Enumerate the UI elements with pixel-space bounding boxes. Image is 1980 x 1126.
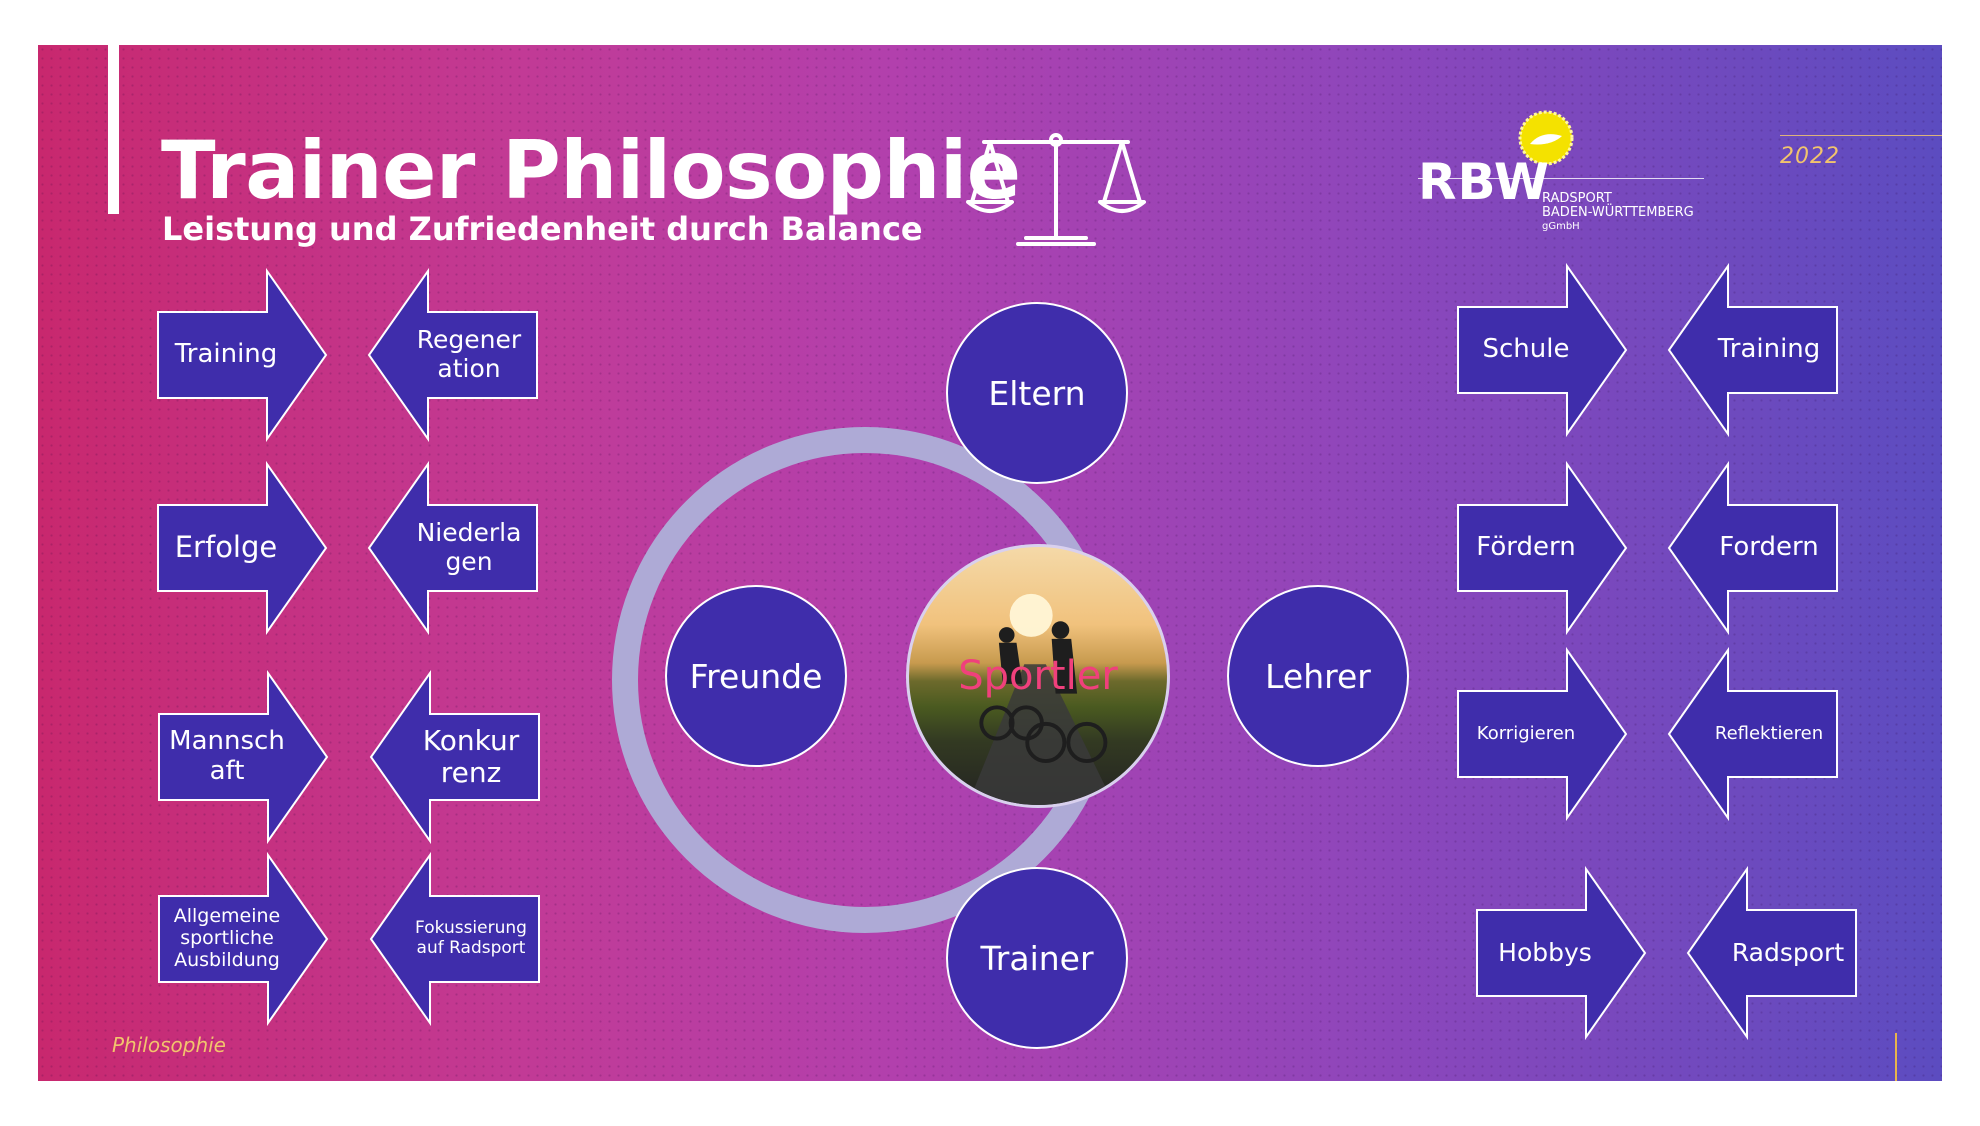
arrow-radsport: Radsport	[1686, 865, 1857, 1041]
arrow-label: Training	[1717, 334, 1821, 365]
arrow-label: Fördern	[1476, 532, 1576, 563]
center-photo: Sportler	[906, 544, 1170, 808]
logo-divider	[1418, 178, 1704, 179]
slide: Trainer Philosophie Leistung und Zufried…	[38, 45, 1942, 1081]
logo-line-3: gGmbH	[1542, 221, 1580, 232]
logo-subtext: RADSPORT BADEN-WÜRTTEMBERG gGmbH	[1542, 192, 1694, 234]
arrow-reflektieren: Reflektieren	[1667, 646, 1838, 822]
arrow-label: Niederla gen	[416, 518, 522, 576]
page-subtitle: Leistung und Zufriedenheit durch Balance	[162, 210, 923, 248]
accent-bar	[108, 45, 119, 214]
rbw-logo: RBW RADSPORT BADEN-WÜRTTEMBERG gGmbH	[1418, 88, 1758, 238]
arrow-label: Mannsch aft	[169, 726, 285, 786]
arrow-hobbys: Hobbys	[1476, 865, 1647, 1041]
year-divider	[1780, 135, 1942, 136]
logo-line-2: BADEN-WÜRTTEMBERG	[1542, 205, 1694, 220]
arrow-label: Hobbys	[1498, 937, 1592, 967]
arrow-label: Korrigieren	[1476, 722, 1576, 744]
arrow-foerdern: Fördern	[1457, 460, 1628, 636]
arrow-fordern: Fordern	[1667, 460, 1838, 636]
arrow-label: Reflektieren	[1714, 722, 1824, 744]
year-label: 2022	[1780, 144, 1840, 169]
arrow-label: Schule	[1482, 334, 1570, 365]
arrow-ausbildung: Allgemeine sportliche Ausbildung	[158, 851, 329, 1027]
page-title: Trainer Philosophie	[161, 124, 1021, 217]
sun-logo-icon	[1518, 110, 1574, 166]
arrow-label: Fordern	[1719, 532, 1819, 563]
arrow-niederlagen: Niederla gen	[367, 460, 538, 636]
arrow-label: Fokussierung auf Radsport	[415, 918, 527, 958]
logo-text: RBW	[1418, 153, 1551, 211]
arrow-label: Erfolge	[174, 530, 278, 565]
arrow-korrigieren: Korrigieren	[1457, 646, 1628, 822]
arrow-label: Training	[174, 339, 278, 370]
arrow-training: Training	[157, 267, 328, 443]
arrow-schule: Schule	[1457, 262, 1628, 438]
center-label: Sportler	[958, 653, 1118, 699]
arrow-label: Regener ation	[416, 325, 522, 383]
arrow-mannschaft: Mannsch aft	[158, 669, 329, 845]
arrow-label: Radsport	[1731, 937, 1845, 967]
arrow-fokussierung: Fokussierung auf Radsport	[369, 851, 540, 1027]
bubble-trainer: Trainer	[946, 867, 1128, 1049]
arrow-label: Konkur renz	[422, 723, 520, 789]
arrow-regeneration: Regener ation	[367, 267, 538, 443]
logo-line-1: RADSPORT	[1542, 191, 1612, 206]
footer-label: Philosophie	[112, 1033, 226, 1057]
arrow-label: Allgemeine sportliche Ausbildung	[173, 905, 281, 971]
bubble-freunde: Freunde	[665, 585, 847, 767]
cyclists-photo-icon	[967, 593, 1115, 805]
arrow-erfolge: Erfolge	[157, 460, 328, 636]
bubble-lehrer: Lehrer	[1227, 585, 1409, 767]
corner-accent-line	[1895, 1033, 1897, 1081]
arrow-konkurrenz: Konkur renz	[369, 669, 540, 845]
arrow-training-right: Training	[1667, 262, 1838, 438]
balance-scale-icon	[966, 133, 1146, 246]
bubble-eltern: Eltern	[946, 302, 1128, 484]
